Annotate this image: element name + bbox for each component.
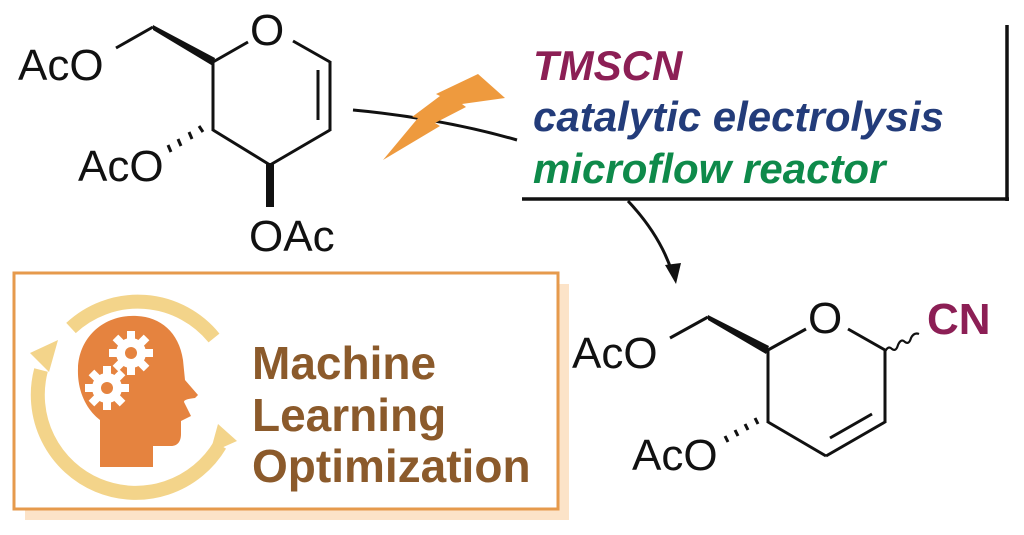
pr-bond-o-c1 [847, 327, 886, 352]
arrowhead-icon [665, 263, 681, 284]
pr-bond-c3-c4 [767, 420, 827, 458]
nitrile-label: CN [927, 295, 991, 344]
sm-wedge-c3 [266, 163, 274, 207]
starting-material: AcO O AcO OAc [18, 6, 335, 261]
pr-bond-c5-o [767, 327, 807, 352]
sm-acetoxy-c4-label: AcO [78, 142, 164, 191]
ml-line-learning: Learning [252, 389, 446, 441]
product: AcO O CN AcO [572, 294, 991, 480]
sm-bond-o-c1 [292, 39, 331, 64]
pr-bond-c2-c3-inner [829, 412, 873, 440]
pr-ring-oxygen: O [808, 294, 842, 343]
ml-optimization-panel: Machine Learning Optimization [12, 271, 569, 520]
pr-wavy-bond [883, 332, 920, 353]
sm-bond-o6-c6 [115, 25, 154, 50]
setup-label: microflow reactor [533, 145, 888, 192]
pr-wedge-c6-c5 [708, 315, 769, 354]
ml-line-optimization: Optimization [252, 440, 531, 492]
conditions-bracket [522, 25, 1009, 201]
sm-bond-c5-o [212, 40, 249, 64]
ml-line-machine: Machine [252, 337, 436, 389]
pr-acetoxy-c6-label: AcO [572, 329, 658, 378]
pr-acetoxy-c4-label: AcO [632, 431, 718, 480]
sm-wedge-c6-c5 [153, 25, 215, 66]
method-label: catalytic electrolysis [533, 93, 944, 140]
sm-ring-oxygen: O [250, 6, 284, 55]
pr-bond-c2-c3 [825, 420, 886, 458]
sm-hash-c4 [166, 125, 205, 153]
pr-hash-c4 [723, 417, 760, 443]
reagent-label: TMSCN [533, 42, 684, 89]
product-arrow [626, 199, 674, 273]
sm-bond-c3-c4 [212, 128, 271, 167]
sm-acetoxy-c3-label: OAc [249, 212, 335, 261]
sm-bond-c2-c3 [269, 128, 331, 167]
head-icon [77, 315, 198, 467]
sm-acetoxy-c6-label: AcO [18, 41, 104, 90]
cycle-arrows-icon [30, 294, 237, 500]
pr-bond-o6-c6 [669, 315, 709, 340]
lightning-bolt-icon [383, 74, 505, 160]
gear-icon [85, 331, 153, 410]
